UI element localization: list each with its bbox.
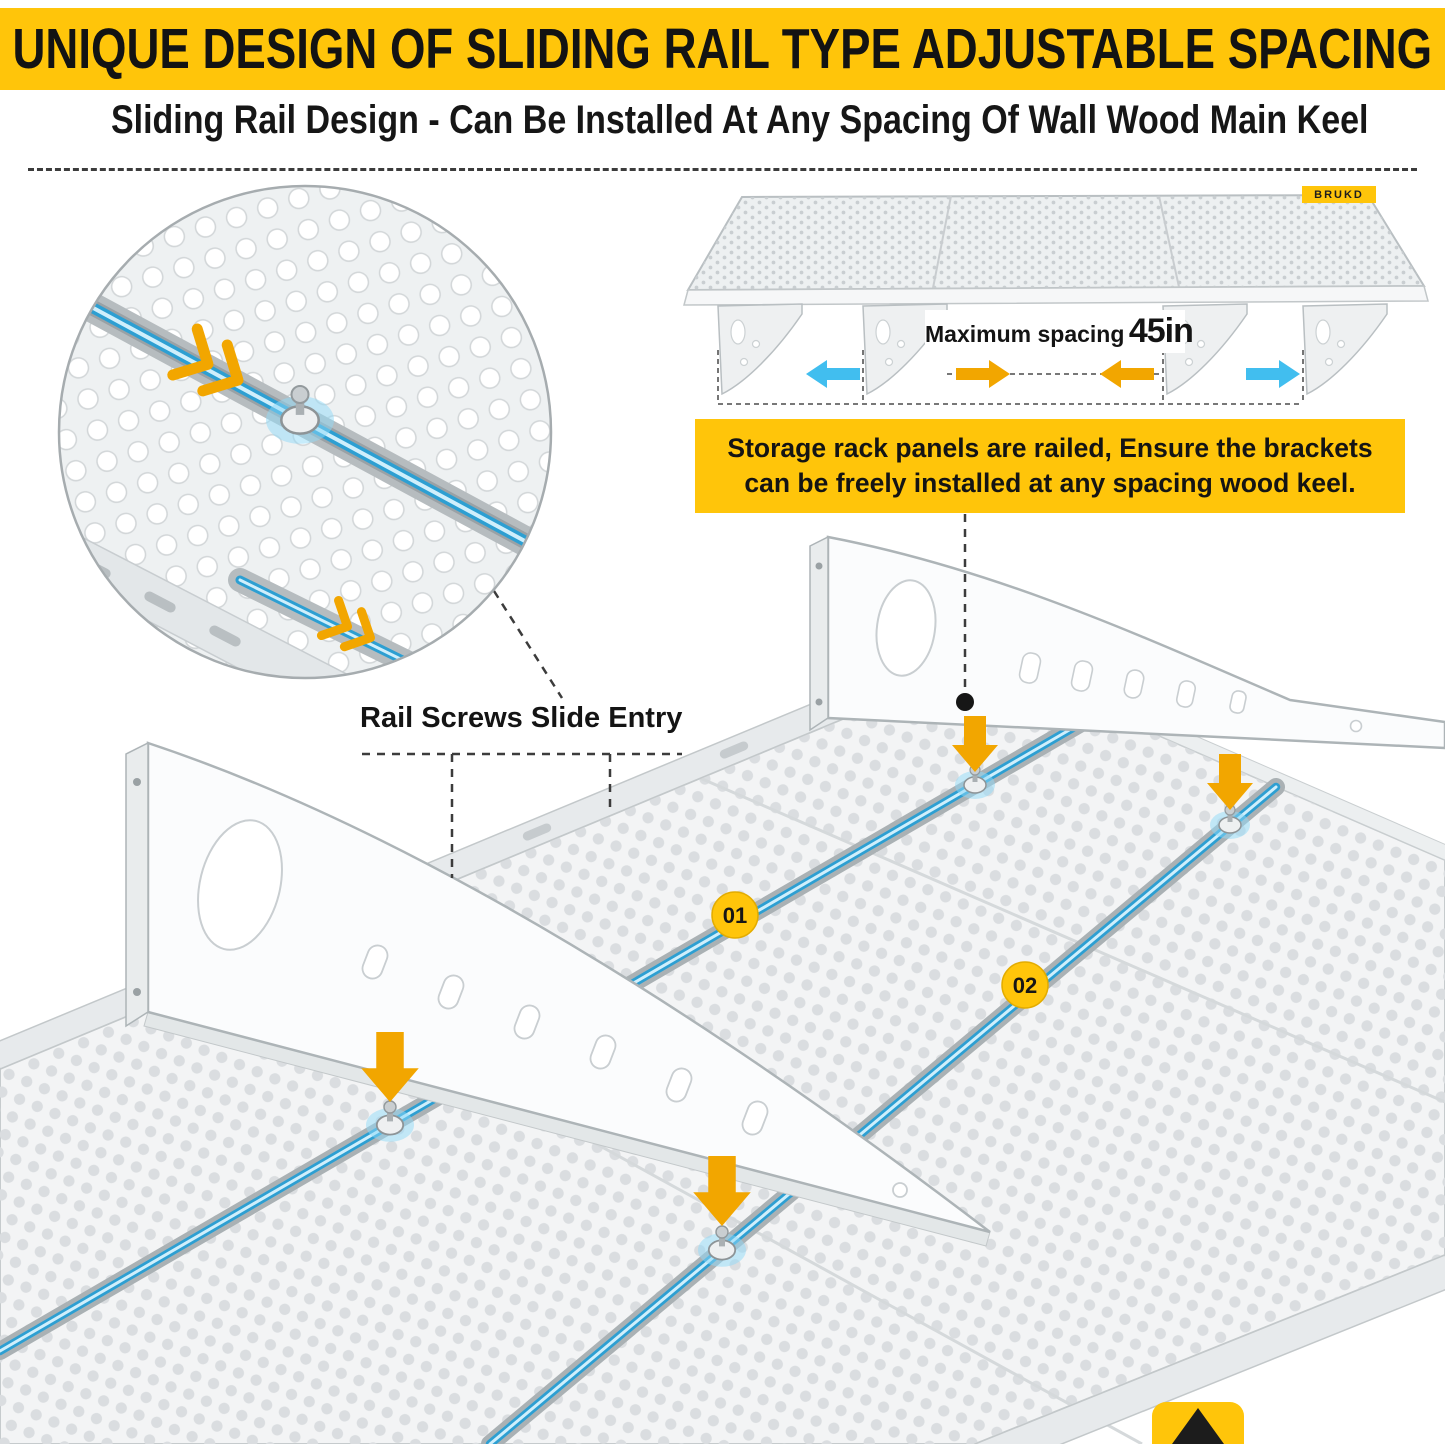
brand-logo-mark <box>1172 1408 1224 1444</box>
bracket-wall-plate <box>809 535 829 732</box>
info-box-line1: Storage rack panels are railed, Ensure t… <box>727 433 1373 464</box>
product-render <box>683 193 1429 405</box>
arrow-left-icon <box>806 360 860 388</box>
bracket-upper <box>809 535 1445 750</box>
max-spacing-value: 45in <box>1128 312 1194 350</box>
spacing-measure-lines <box>717 350 1304 405</box>
chevron-right-icon <box>316 595 375 652</box>
info-box: Storage rack panels are railed, Ensure t… <box>695 419 1405 513</box>
wall-screw-icon <box>133 988 141 996</box>
bracket-hole-row <box>361 944 908 1198</box>
zoom-inset <box>57 184 553 680</box>
info-box-line2: can be freely installed at any spacing w… <box>744 468 1356 498</box>
bracket-wall-plate <box>125 741 149 1028</box>
subtitle-text: Sliding Rail Design - Can Be Installed A… <box>110 98 1369 142</box>
max-spacing-label: Maximum spacing 45in <box>925 310 1194 353</box>
wall-screw-icon <box>133 778 141 786</box>
subtitle: Sliding Rail Design - Can Be Installed A… <box>0 98 1445 143</box>
step-badge-2-label: 02 <box>1013 973 1037 998</box>
callout-connectors <box>362 514 967 878</box>
inset-connector-dashed-line <box>492 590 564 699</box>
main-illustration: 01 02 <box>0 535 1445 1444</box>
step-badge-1: 01 <box>711 891 759 939</box>
bracket-hole <box>197 819 283 951</box>
max-spacing-text: Maximum spacing <box>925 321 1125 347</box>
panel-front-lip <box>974 1254 1445 1444</box>
bracket-hole-row <box>1018 652 1363 733</box>
brand-badge-corner <box>1152 1402 1244 1444</box>
panel-seam <box>699 776 1445 1104</box>
step-badge-1-label: 01 <box>723 903 747 928</box>
arrow-right-icon <box>1246 360 1300 388</box>
brand-tag-label: BRUKD <box>1314 188 1364 201</box>
arrow-right-icon <box>956 360 1010 388</box>
bracket-lower <box>125 741 991 1247</box>
wall-screw-icon <box>815 562 823 570</box>
arrow-left-icon <box>1100 360 1154 388</box>
brand-tag: BRUKD <box>1302 186 1376 203</box>
chevron-right-icon <box>167 323 244 397</box>
sliding-rail-b <box>481 778 1285 1444</box>
step-badge-2: 02 <box>1001 961 1049 1009</box>
wall-screw-icon <box>815 698 823 706</box>
rail-entry-label: Rail Screws Slide Entry <box>360 702 683 734</box>
bracket-hole <box>875 579 937 677</box>
dashed-divider <box>28 168 1417 171</box>
render-shelf-front-edge <box>683 285 1429 306</box>
callout-dot <box>956 693 974 711</box>
headline-text: UNIQUE DESIGN OF SLIDING RAIL TYPE ADJUS… <box>12 17 1433 81</box>
headline-banner: UNIQUE DESIGN OF SLIDING RAIL TYPE ADJUS… <box>0 8 1445 90</box>
inset-circle-border <box>57 184 553 680</box>
